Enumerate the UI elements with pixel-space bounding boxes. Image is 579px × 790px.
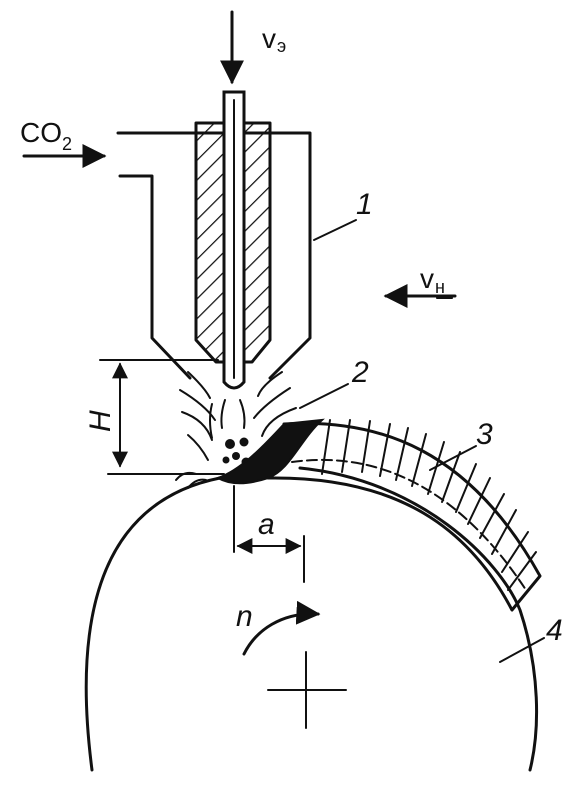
- deposited-layer-hatch: [321, 419, 537, 591]
- callout-1: 1: [356, 188, 373, 221]
- callout-4-leader: [499, 637, 545, 663]
- spatter-marks: [175, 471, 207, 489]
- workpiece: [84, 466, 539, 772]
- gas-label: CO2: [20, 117, 72, 154]
- callout-4: 4: [546, 614, 563, 647]
- callout-3: 3: [476, 418, 493, 451]
- gas-flow-lines: [179, 371, 297, 461]
- callout-1-leader: [313, 219, 357, 241]
- callout-2-leader: [299, 383, 349, 409]
- offset-label: a: [258, 508, 275, 541]
- surfacing-velocity-label: vн: [420, 263, 445, 297]
- callout-2: 2: [351, 356, 369, 389]
- height-label: H: [84, 410, 117, 432]
- rotation-arrow: [242, 600, 321, 656]
- deposited-layer-mid: [291, 458, 527, 591]
- rotation-label: n: [236, 600, 253, 633]
- weld-pool: [215, 418, 325, 485]
- feed-velocity-label: vэ: [262, 23, 286, 56]
- deposited-layer: [266, 421, 542, 612]
- callout-3-leader: [429, 445, 477, 471]
- nozzle-shell-left: [118, 174, 192, 380]
